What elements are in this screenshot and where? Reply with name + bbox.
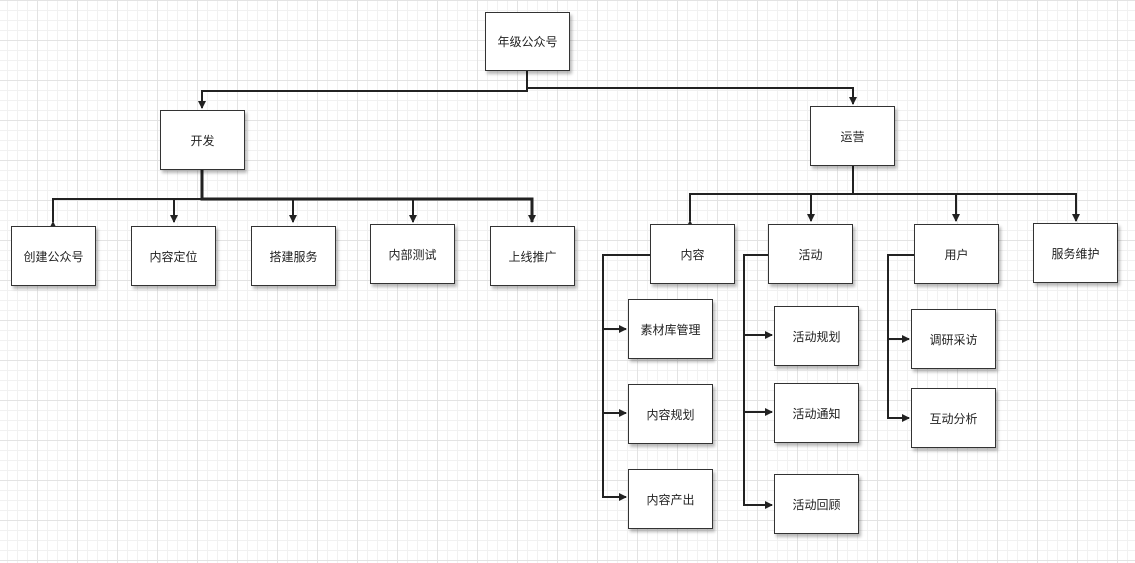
node-dev-create-account: 创建公众号 bbox=[11, 226, 96, 286]
node-activity-planning: 活动规划 bbox=[774, 306, 859, 366]
node-content-material-library: 素材库管理 bbox=[628, 299, 713, 359]
node-ops-user: 用户 bbox=[914, 224, 999, 284]
connector-user-spine bbox=[887, 254, 914, 422]
node-dev-internal-test: 内部测试 bbox=[370, 224, 455, 284]
node-content-planning: 内容规划 bbox=[628, 384, 713, 444]
node-ops-service-maintenance: 服务维护 bbox=[1033, 223, 1118, 283]
node-content-production: 内容产出 bbox=[628, 469, 713, 529]
node-dev-content-positioning: 内容定位 bbox=[131, 226, 216, 286]
connector-dev-trunk bbox=[200, 170, 536, 223]
node-ops-content: 内容 bbox=[650, 224, 735, 284]
connector-ops-to-content bbox=[686, 193, 853, 228]
connector-root-to-dev bbox=[198, 71, 528, 109]
connector-ops-trunk bbox=[852, 166, 1080, 222]
node-user-interaction-analysis: 互动分析 bbox=[911, 388, 996, 448]
node-activity-notice: 活动通知 bbox=[774, 383, 859, 443]
connector-root-to-ops bbox=[527, 87, 857, 105]
connector-content-spine bbox=[602, 254, 650, 501]
node-root: 年级公众号 bbox=[485, 12, 570, 71]
node-activity-review: 活动回顾 bbox=[774, 474, 859, 534]
node-ops-activity: 活动 bbox=[768, 224, 853, 284]
node-dev: 开发 bbox=[160, 110, 245, 170]
node-dev-launch-promotion: 上线推广 bbox=[490, 226, 575, 286]
connector-activity-spine bbox=[743, 254, 773, 509]
node-user-survey-interview: 调研采访 bbox=[911, 309, 996, 369]
node-ops: 运营 bbox=[810, 106, 895, 166]
node-dev-build-service: 搭建服务 bbox=[251, 226, 336, 286]
connector-dev-to-create bbox=[49, 198, 202, 229]
